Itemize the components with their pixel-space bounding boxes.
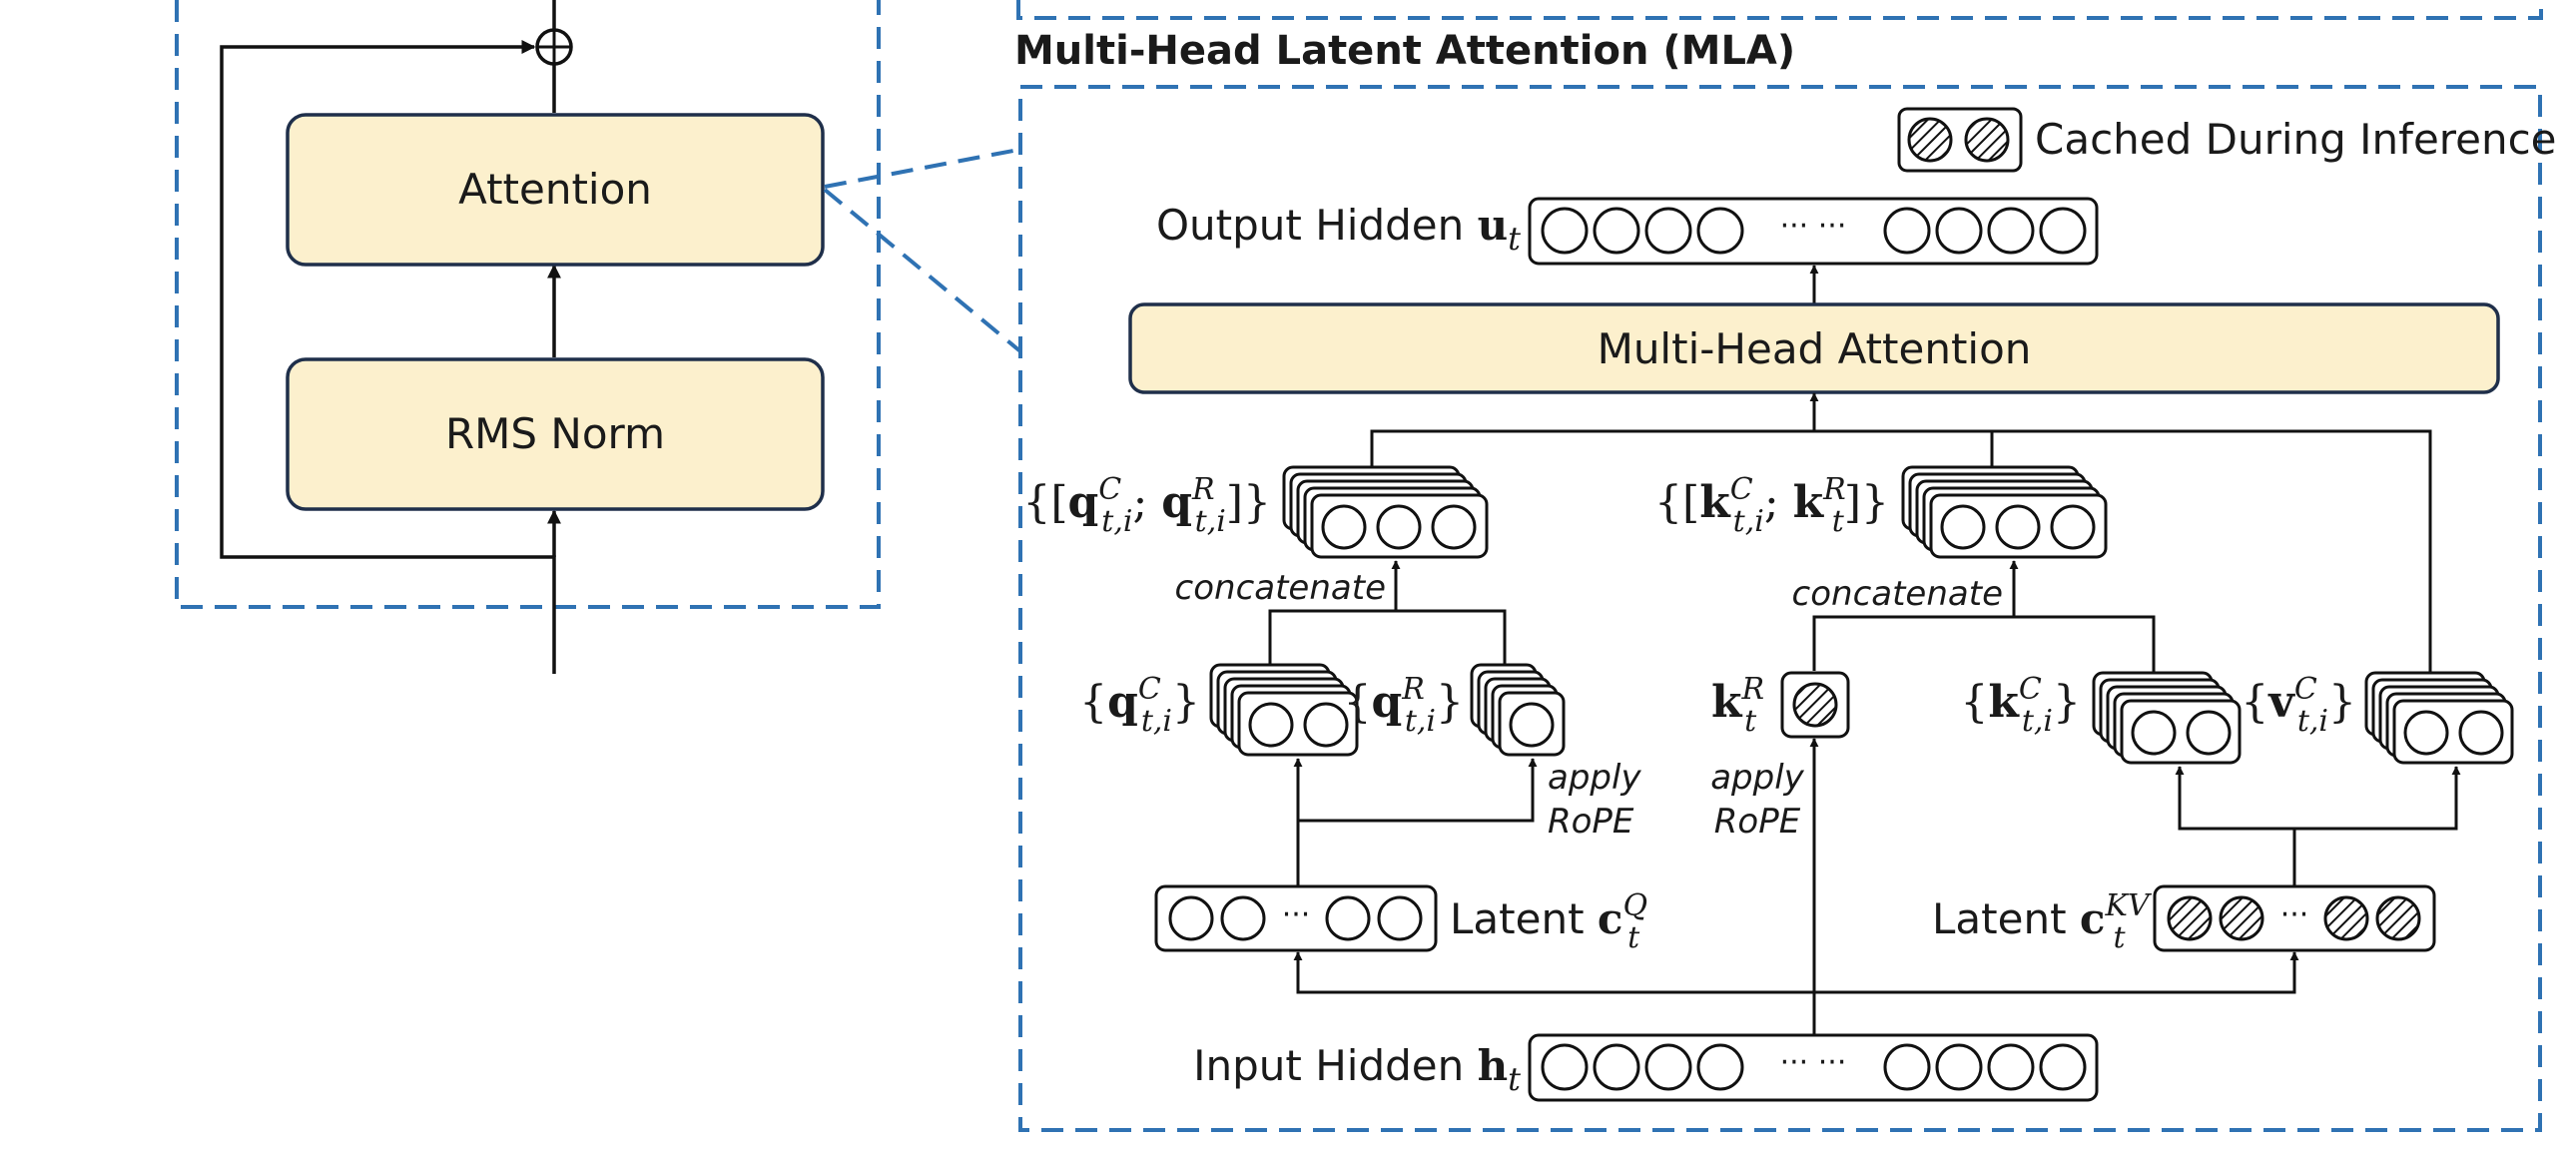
input-hidden-cells [1541, 1043, 2087, 1091]
circled-plus-icon [535, 28, 573, 66]
latent-cKV-cells [2167, 895, 2421, 941]
hatched-circle-icon [1907, 117, 1953, 163]
kC-stack [2092, 671, 2242, 765]
left-transformer-block: Attention RMS Norm [175, 0, 881, 674]
latent-cKV-ellipsis: ··· [2280, 897, 2309, 932]
qR-stack [1470, 663, 1566, 757]
mla-dashed-border [1018, 85, 2542, 1132]
q-rope-label: RoPE [1548, 802, 1634, 842]
latent-cQ-cells [1168, 895, 1423, 941]
output-hidden-label: Output Hidden ut [1156, 201, 1521, 258]
vC-stack [2364, 671, 2514, 765]
q-concat-merge [1268, 609, 1507, 687]
input-to-cQ-arrow [1293, 951, 1814, 994]
input-to-cKV-arrow [1814, 951, 2299, 994]
residual-connection [220, 40, 556, 674]
hatched-circle-icon [1792, 682, 1838, 728]
cKV-to-kC-arrow [2175, 766, 2294, 831]
mha-input-bus [1370, 429, 2432, 689]
k-concat-stack [1901, 465, 2108, 559]
k-concat-merge [1812, 615, 2156, 689]
cKV-to-vC-arrow [2294, 766, 2461, 831]
top-panel-border [1016, 0, 2543, 20]
attention-label: Attention [458, 165, 652, 214]
q-concatenate-label: concatenate [1175, 568, 1386, 608]
output-hidden-cells [1541, 207, 2087, 255]
zoom-connector-bottom [823, 188, 1022, 353]
k-concatenate-label: concatenate [1792, 574, 2003, 614]
q-concat-stack [1282, 465, 1489, 559]
latent-cQ-vector [1154, 884, 1438, 952]
mla-title: Multi-Head Latent Attention (MLA) [1014, 28, 1795, 74]
output-ellipsis: ··· ··· [1780, 209, 1847, 244]
mha-label: Multi-Head Attention [1598, 324, 2032, 373]
hatched-circle-icon [1964, 117, 2010, 163]
k-apply-label: apply [1710, 758, 1804, 798]
zoom-connector-top [824, 148, 1019, 189]
left-dashed-border [175, 0, 881, 609]
multi-head-attention-block [1128, 302, 2500, 394]
rms-norm-block [286, 357, 825, 511]
mla-panel: Multi-Head Latent Attention (MLA) Cached… [1014, 0, 2557, 1132]
attention-block [286, 113, 825, 267]
input-ellipsis: ··· ··· [1780, 1045, 1847, 1080]
legend-label: Cached During Inference [2035, 115, 2557, 164]
rms-norm-label: RMS Norm [445, 409, 665, 458]
latent-cQ-ellipsis: ··· [1282, 897, 1311, 932]
qC-stack [1209, 663, 1359, 757]
input-hidden-label: Input Hidden ht [1193, 1041, 1521, 1098]
k-rope-label: RoPE [1714, 802, 1801, 842]
q-apply-label: apply [1548, 758, 1641, 798]
cQ-to-qR-arrow [1298, 758, 1538, 823]
